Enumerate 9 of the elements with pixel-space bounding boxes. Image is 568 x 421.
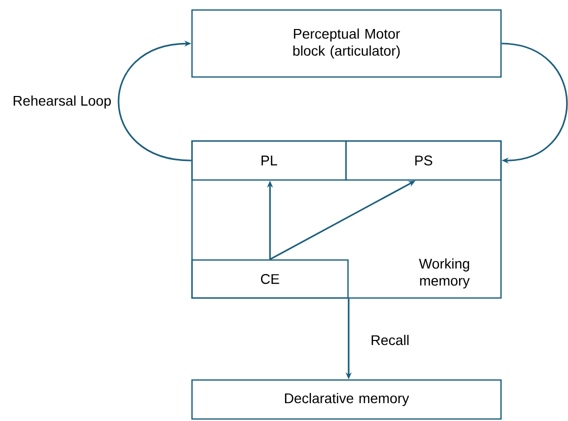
arrow (502, 42, 568, 164)
component-box: PS (345, 140, 502, 181)
arrow (118, 40, 192, 162)
process-box: Perceptual Motor block (articulator) (191, 9, 502, 78)
memory-box: Declarative memory (191, 379, 502, 420)
edge-label: Recall (370, 334, 410, 346)
component-box: CE (191, 259, 349, 299)
edge-label: Rehearsal Loop (12, 94, 112, 110)
component-box: PL (191, 140, 347, 181)
